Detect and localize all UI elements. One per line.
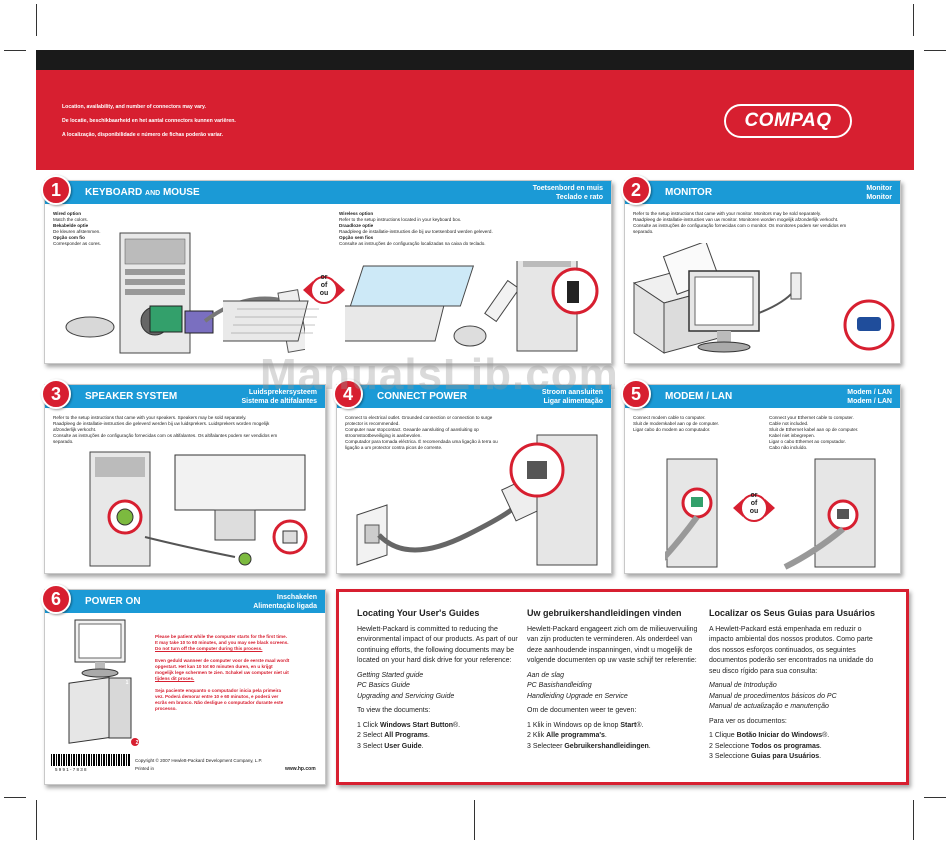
note-pt: A localização, disponibilidade e número …	[62, 132, 223, 138]
panel-title-translations: Inschakelen Alimentação ligada	[253, 594, 317, 610]
callout-2: 2	[135, 740, 139, 746]
crop-mark	[913, 4, 914, 36]
crop-mark	[36, 800, 37, 840]
crop-mark	[913, 800, 914, 840]
header-banner: Location, availability, and number of co…	[36, 70, 914, 170]
guides-title-pt: Localizar os Seus Guias para Usuários	[709, 608, 876, 618]
guides-title-en: Locating Your User's Guides	[357, 608, 480, 618]
panel-title: MODEM / LAN	[665, 391, 733, 402]
user-guides-box: Locating Your User's Guides Hewlett-Pack…	[336, 589, 909, 785]
panel-header: 5 MODEM / LAN Modem / LAN Modem / LAN	[621, 379, 900, 409]
panel-title-translations: Stroom aansluiten Ligar alimentação	[541, 389, 603, 405]
step-number: 3	[41, 379, 71, 409]
speaker-illustration	[89, 451, 308, 567]
panel-header: 6 POWER ON Inschakelen Alimentação ligad…	[41, 584, 325, 614]
first-start-warning-pt: Seja paciente enquanto o computador inic…	[155, 688, 284, 711]
panel-monitor: 2 MONITOR Monitor Monitor Refer to the s…	[621, 175, 901, 364]
crop-mark	[4, 50, 26, 51]
step-number: 6	[41, 584, 71, 614]
panel-header: 4 CONNECT POWER Stroom aansluiten Ligar …	[333, 379, 611, 409]
or-badge-icon	[303, 276, 345, 304]
panel-title-translations: Luidsprekersysteem Sistema de altifalant…	[241, 389, 317, 405]
or-badge-icon	[733, 494, 775, 522]
barcode	[51, 754, 131, 766]
panel-title: CONNECT POWER	[377, 391, 467, 402]
panel-modem-lan: 5 MODEM / LAN Modem / LAN Modem / LAN Co…	[621, 379, 901, 574]
panel-header: 1 KEYBOARD AND MOUSE Toetsenbord en muis…	[41, 175, 611, 205]
keyboard-illustration	[223, 300, 319, 342]
panel-title-translations: Monitor Monitor	[866, 185, 892, 201]
panel-speaker-system: 3 SPEAKER SYSTEM Luidsprekersysteem Sist…	[41, 379, 326, 574]
step-number: 4	[333, 379, 363, 409]
wireless-kit-illustration	[345, 261, 599, 352]
copyright: Copyright © 2007 Hewlett-Packard Develop…	[135, 758, 263, 763]
panel-header: 3 SPEAKER SYSTEM Luidsprekersysteem Sist…	[41, 379, 325, 409]
step-number: 2	[621, 175, 651, 205]
wireless-option-text: Wireless option Refer to the setup instr…	[339, 211, 493, 246]
connector-notes: Location, availability, and number of co…	[62, 100, 236, 142]
barcode-number: 5 9 9 1 - 7 8 3 8	[55, 767, 87, 772]
guides-pt: Localizar os Seus Guias para Usuários A …	[709, 608, 881, 763]
panel-title: SPEAKER SYSTEM	[85, 391, 178, 402]
panel-title-translations: Modem / LAN Modem / LAN	[847, 389, 892, 405]
watermark: ManualsLib.com	[260, 350, 619, 399]
panel-title: KEYBOARD AND MOUSE	[85, 187, 200, 198]
or-badge-text: or of ou	[319, 274, 329, 297]
power-cord-illustration	[356, 434, 598, 566]
crop-mark	[4, 797, 26, 798]
compaq-logo: COMPAQ	[724, 104, 852, 138]
or-badge-text: or of ou	[749, 492, 759, 515]
step-number: 1	[41, 175, 71, 205]
panel-connect-power: 4 CONNECT POWER Stroom aansluiten Ligar …	[333, 379, 612, 574]
panel-power-on: 6 POWER ON Inschakelen Alimentação ligad…	[41, 584, 326, 785]
wired-option-text: Wired option Match the colors. Bekabelde…	[53, 211, 102, 246]
modem-instructions: Connect modem cable to computer. Sluit d…	[633, 415, 720, 432]
step-number: 5	[621, 379, 651, 409]
top-black-band	[36, 50, 914, 70]
panel-title: POWER ON	[85, 596, 141, 607]
crop-mark	[474, 800, 475, 840]
crop-mark	[924, 50, 946, 51]
power-instructions: Connect to electrical outlet. Grounded c…	[345, 415, 498, 450]
guides-title-nl: Uw gebruikershandleidingen vinden	[527, 608, 682, 618]
note-en: Location, availability, and number of co…	[62, 104, 206, 110]
first-start-warning-en: Please be patient while the computer sta…	[155, 634, 289, 651]
panel-keyboard-mouse: 1 KEYBOARD AND MOUSE Toetsenbord en muis…	[41, 175, 612, 364]
panel-title: MONITOR	[665, 187, 713, 198]
first-start-warning-nl: Even geduld wanneer de computer voor de …	[155, 658, 290, 681]
speaker-instructions: Refer to the setup instructions that cam…	[53, 415, 278, 444]
panel-title-translations: Toetsenbord en muis Teclado e rato	[532, 185, 603, 201]
printed-in: Printed in	[135, 766, 155, 771]
modem-lan-illustration	[665, 458, 876, 570]
power-on-illustration	[68, 619, 139, 746]
monitor-illustration	[632, 243, 895, 354]
crop-mark	[36, 4, 37, 36]
callout-1: 1	[125, 680, 129, 686]
guides-en: Locating Your User's Guides Hewlett-Pack…	[357, 608, 529, 752]
panel-header: 2 MONITOR Monitor Monitor	[621, 175, 900, 205]
crop-mark	[924, 797, 946, 798]
monitor-instructions: Refer to the setup instructions that cam…	[633, 211, 847, 234]
note-nl: De locatie, beschikbaarheid en het aanta…	[62, 118, 236, 124]
guides-nl: Uw gebruikershandleidingen vinden Hewlet…	[527, 608, 698, 750]
website: www.hp.com	[285, 766, 316, 772]
ethernet-instructions: Connect your Ethernet cable to computer.…	[769, 415, 859, 450]
